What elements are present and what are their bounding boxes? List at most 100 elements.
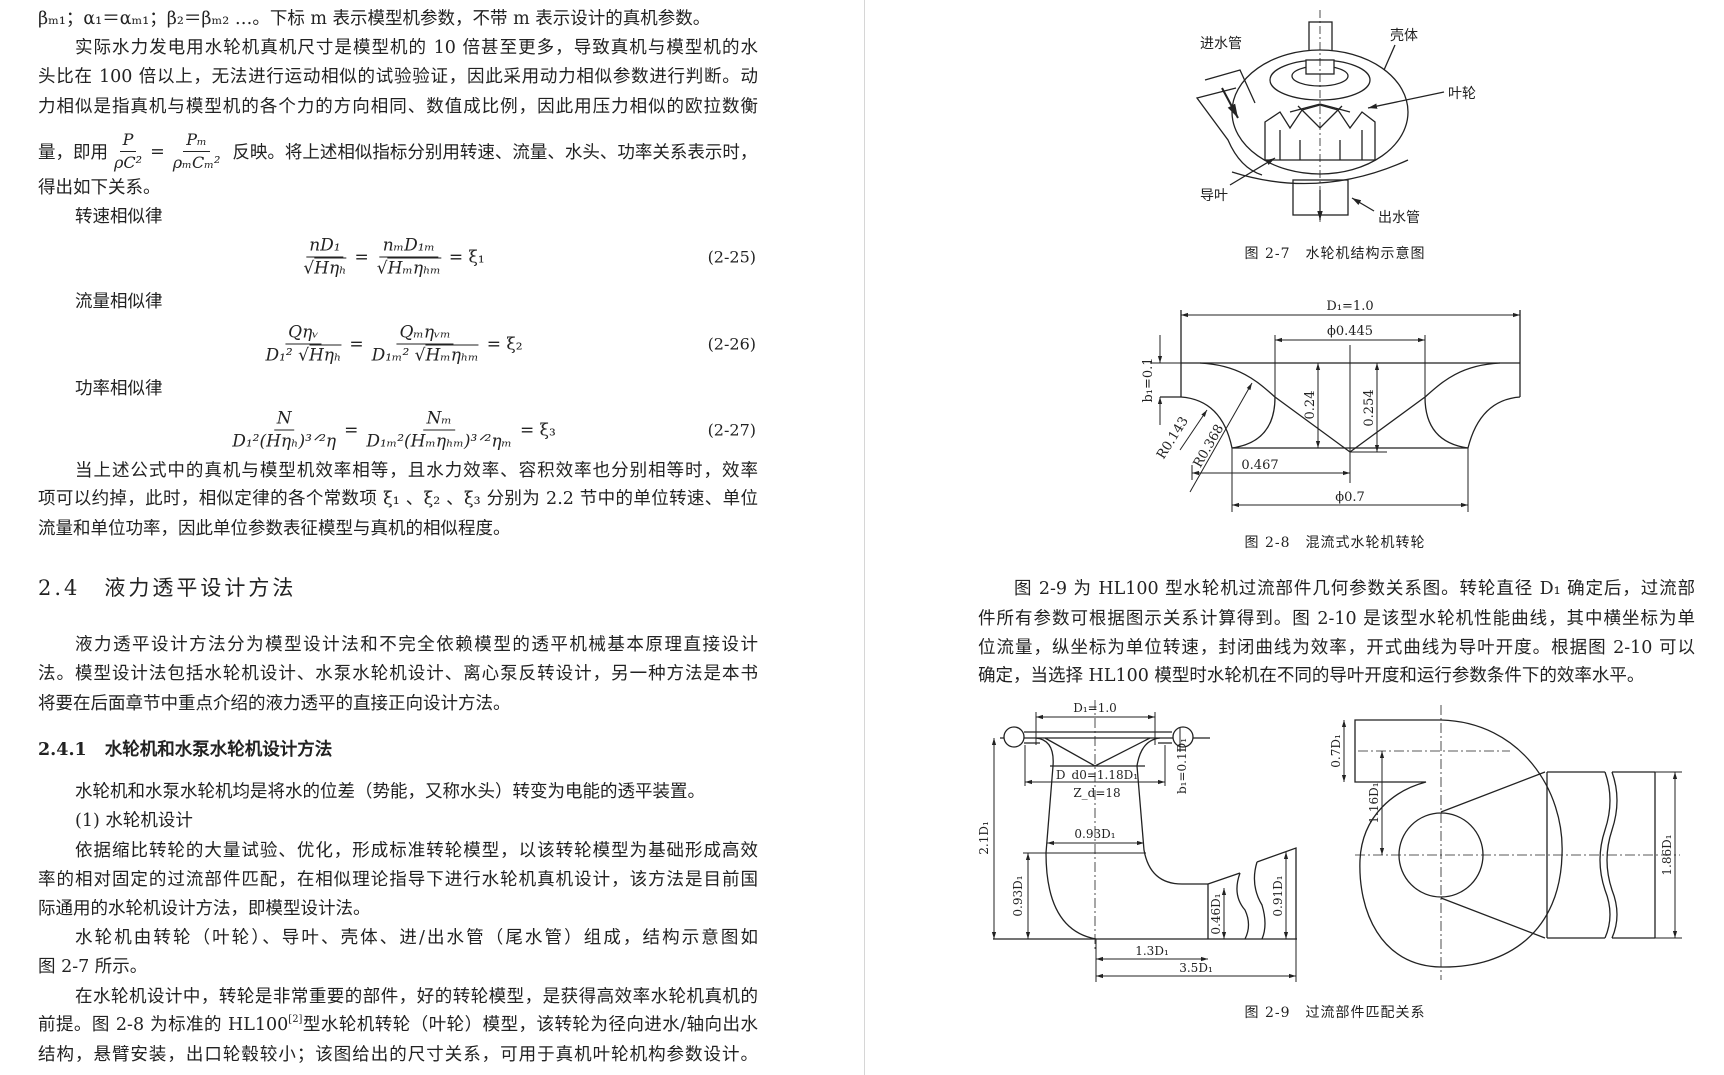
text-line: 法。模型设计法包括水轮机设计、水泵水轮机设计、离心泵反转设计，另一种方法是本书 <box>38 664 758 684</box>
text-line: 流量和单位功率，因此单位参数表征模型与真机的相似程度。 <box>38 519 511 539</box>
text-line: βₘ₁；α₁＝αₘ₁；β₂＝βₘ₂ …。下标 m 表示模型机参数，不带 m 表示… <box>38 9 711 29</box>
fraction: Pₘ ρₘCₘ² <box>170 130 224 173</box>
numerator: nₘD₁ₘ <box>379 236 438 258</box>
dim-0467: 0.467 <box>1241 458 1278 473</box>
text-line: 在水轮机设计中，转轮是非常重要的部件，好的转轮模型，是获得高效率水轮机真机的 <box>75 987 758 1007</box>
label-inlet-pipe: 进水管 <box>1200 36 1242 52</box>
radicand: Hηₕ <box>314 257 347 279</box>
equals: = <box>344 420 359 440</box>
dim-21: 2.1D₁ <box>977 821 991 855</box>
section-number: 2.4 <box>38 576 81 600</box>
dim-07: 0.7D₁ <box>1329 734 1343 768</box>
equation: nD₁√Hηₕ=nₘD₁ₘ√Hₘηₕₘ= ξ₁ <box>297 236 486 279</box>
dim-b1: b₁=0.1 <box>1141 357 1156 402</box>
denominator: √Hηₕ <box>300 257 349 279</box>
numerator: Pₘ <box>183 130 210 152</box>
fraction: P ρC² <box>111 130 145 173</box>
denominator: D₁²(Hηₕ)³ᐟ²η <box>229 431 339 452</box>
equation-result: = ξ₁ <box>448 247 485 267</box>
denominator-prefix: D₁ₘ² √ <box>371 345 426 366</box>
dim-zd: Z_d=18 <box>1073 786 1120 800</box>
denominator: D₁² √Hηₕ <box>262 344 344 366</box>
figure-2-7-caption: 图 2-7 水轮机结构示意图 <box>1244 246 1426 262</box>
denominator: ρC² <box>114 153 143 172</box>
numerator: Qₘηᵥₘ <box>396 323 454 345</box>
dim-d1: D₁=1.0 <box>1326 299 1373 314</box>
dim-0254: 0.254 <box>1362 389 1377 426</box>
dim-35: 3.5D₁ <box>1179 961 1213 975</box>
equals: = <box>150 141 165 162</box>
figure-2-9-caption: 图 2-9 过流部件匹配关系 <box>1244 1005 1426 1021</box>
dim-phi-07: ϕ0.7 <box>1335 490 1365 505</box>
text-line: 实际水力发电用水轮机真机尺寸是模型机的 10 倍甚至更多，导致真机与模型机的水 <box>75 38 758 58</box>
numerator: P <box>119 130 137 152</box>
dim-046: 0.46D₁ <box>1209 893 1223 934</box>
equation-result: = ξ₃ <box>519 420 556 440</box>
text-line: 确定，当选择 HL100 模型时水轮机在不同的导叶开度和运行参数条件下的效率水平… <box>978 666 1645 686</box>
text-line: 转速相似律 <box>75 207 163 227</box>
dim-024: 0.24 <box>1303 391 1318 420</box>
page-divider <box>864 0 865 1075</box>
equals: = <box>349 334 364 354</box>
radicand: Hₘηₕₘ <box>387 257 441 279</box>
text: 型水轮机转轮（叶轮）模型，该转轮为径向进水/轴向出水 <box>302 1015 758 1035</box>
denominator: D₁ₘ²(Hₘηₕₘ)³ᐟ²ηₘ <box>363 431 515 452</box>
label-impeller: 叶轮 <box>1448 86 1476 102</box>
text-line: 率的相对固定的过流部件匹配，在相似理论指导下进行水轮机真机设计，该方法是目前国 <box>38 870 758 890</box>
text-line: 位流量，纵坐标为单位转速，封闭曲线为效率，开式曲线为导叶开度。根据图 2-10 … <box>978 638 1695 658</box>
denominator-prefix: D₁²(Hηₕ)³ᐟ²η <box>232 431 337 452</box>
numerator: N <box>273 409 295 431</box>
equation-number: (2-26) <box>707 334 756 354</box>
label-guide-vane: 导叶 <box>1200 188 1228 204</box>
text-line: 件所有参数可根据图示关系计算得到。图 2-10 是该型水轮机性能曲线，其中横坐标… <box>978 609 1695 629</box>
dim-d1: D₁=1.0 <box>1073 701 1117 715</box>
dim-b1: b₁=0.1D₁ <box>1175 738 1189 794</box>
denominator: √Hₘηₕₘ <box>374 257 444 279</box>
dim-186: 1.86D₁ <box>1660 834 1674 875</box>
citation[interactable]: [2] <box>288 1014 303 1025</box>
denominator-prefix: D₁ₘ²(Hₘηₕₘ)³ᐟ²ηₘ <box>366 431 512 452</box>
text-line: 力相似是指真机与模型机的各个力的方向相同、数值成比例，因此用压力相似的欧拉数衡 <box>38 97 758 117</box>
denominator-prefix: D₁² √ <box>265 345 309 366</box>
text: 前提。图 2-8 为标准的 HL100 <box>38 1015 289 1035</box>
text: 反映。将上述相似指标分别用转速、流量、水头、功率关系表示时， <box>232 143 758 163</box>
text-line: 将要在后面章节中重点介绍的液力透平的直接正向设计方法。 <box>38 694 511 714</box>
text-line: 依据缩比转轮的大量试验、优化，形成标准转轮模型，以该转轮模型为基础形成高效 <box>75 841 758 861</box>
fraction: nₘD₁ₘ√Hₘηₕₘ <box>374 236 444 279</box>
figure-2-7-turbine-schematic <box>1195 10 1445 222</box>
numerator: Qηᵥ <box>285 323 322 345</box>
figure-2-9-plan-view <box>1341 705 1682 980</box>
dim-r0368: R0.368 <box>1191 422 1227 470</box>
dim-13: 1.3D₁ <box>1135 944 1169 958</box>
equation-result: = ξ₂ <box>486 334 523 354</box>
text-line: 功率相似律 <box>75 379 163 399</box>
text: 量，即用 <box>38 143 108 163</box>
text-line: 得出如下关系。 <box>38 178 161 198</box>
euler-formula-line: 量，即用 P ρC² = Pₘ ρₘCₘ² 反映。将上述相似指标分别用转速、流量… <box>38 130 758 173</box>
text-line: 水轮机和水泵水轮机均是将水的位差（势能，又称水头）转变为电能的透平装置。 <box>75 782 705 802</box>
numerator: Nₘ <box>423 409 455 431</box>
dim-093-height: 0.93D₁ <box>1011 875 1025 916</box>
subsection-number: 2.4.1 <box>38 740 87 760</box>
text-line: (1) 水轮机设计 <box>75 811 193 831</box>
figure-2-8-runner-drawing <box>1150 310 1521 512</box>
radicand: Hₘηₕₘ <box>425 344 479 366</box>
dim-116: 1.16D₁ <box>1367 782 1381 823</box>
equals: = <box>354 247 369 267</box>
equation-number: (2-25) <box>707 247 756 267</box>
text-line: 图 2-9 为 HL100 型水轮机过流部件几何参数关系图。转轮直径 D₁ 确定… <box>1014 579 1695 599</box>
dim-093-width: 0.93D₁ <box>1074 827 1115 841</box>
label-casing: 壳体 <box>1390 27 1418 44</box>
text-line: 液力透平设计方法分为模型设计法和不完全依赖模型的透平机械基本原理直接设计 <box>75 635 758 655</box>
denominator: D₁ₘ² √Hₘηₕₘ <box>369 344 482 366</box>
equation-number: (2-27) <box>707 420 756 440</box>
denominator-prefix: √ <box>376 258 388 279</box>
section-title: 液力透平设计方法 <box>104 576 297 600</box>
